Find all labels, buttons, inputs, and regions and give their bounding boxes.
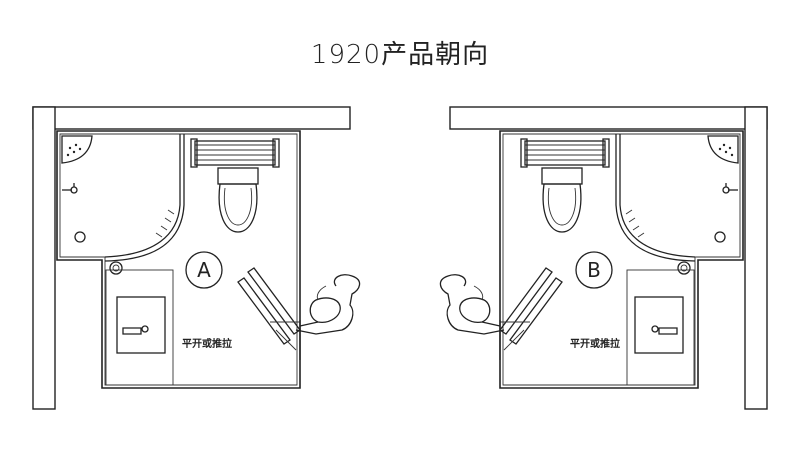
unit-a-toilet-icon <box>217 167 259 233</box>
unit-b-zone-label: B <box>587 258 601 282</box>
unit-a-person-figure <box>295 274 361 335</box>
unit-b-drain-icon <box>677 261 691 275</box>
unit-a-shower-valve-icon <box>62 183 78 194</box>
unit-b-door-label: 平开或推拉 <box>570 337 620 350</box>
unit-a-floor-drain-icon <box>74 231 86 243</box>
unit-a-room-outline <box>56 130 301 389</box>
unit-b-shower-partition <box>615 134 696 262</box>
unit-b-plan: B 平开或推拉 <box>439 106 768 410</box>
unit-b-vanity <box>626 269 695 386</box>
unit-a-zone-marker: A <box>185 251 223 289</box>
unit-b-shower-valve-icon <box>722 183 738 194</box>
unit-a-shower-partition <box>104 134 185 262</box>
unit-a-vanity <box>105 269 174 386</box>
unit-b-room-outline <box>499 130 744 389</box>
unit-b-wall-right <box>744 106 768 410</box>
unit-a-door <box>237 267 301 360</box>
unit-a-drain-icon <box>109 261 123 275</box>
unit-a-wall-top <box>32 106 351 130</box>
unit-b-zone-marker: B <box>575 251 613 289</box>
diagram-title: 1920产品朝向 <box>310 40 490 70</box>
unit-a-wall-left <box>32 106 56 410</box>
unit-a-plan: A 平开或推拉 <box>32 106 361 410</box>
unit-a-shower-corner-shelf <box>61 135 93 164</box>
unit-b-floor-drain-icon <box>714 231 726 243</box>
unit-b-toilet-icon <box>541 167 583 233</box>
unit-b-door <box>499 267 563 360</box>
unit-b-wall-top <box>449 106 768 130</box>
unit-b-shower-corner-shelf <box>707 135 739 164</box>
unit-b-person-figure <box>439 274 505 335</box>
unit-a-towel-rack <box>190 138 280 168</box>
unit-b-towel-rack <box>520 138 610 168</box>
unit-a-door-label: 平开或推拉 <box>182 337 232 350</box>
unit-a-zone-label: A <box>197 258 211 282</box>
